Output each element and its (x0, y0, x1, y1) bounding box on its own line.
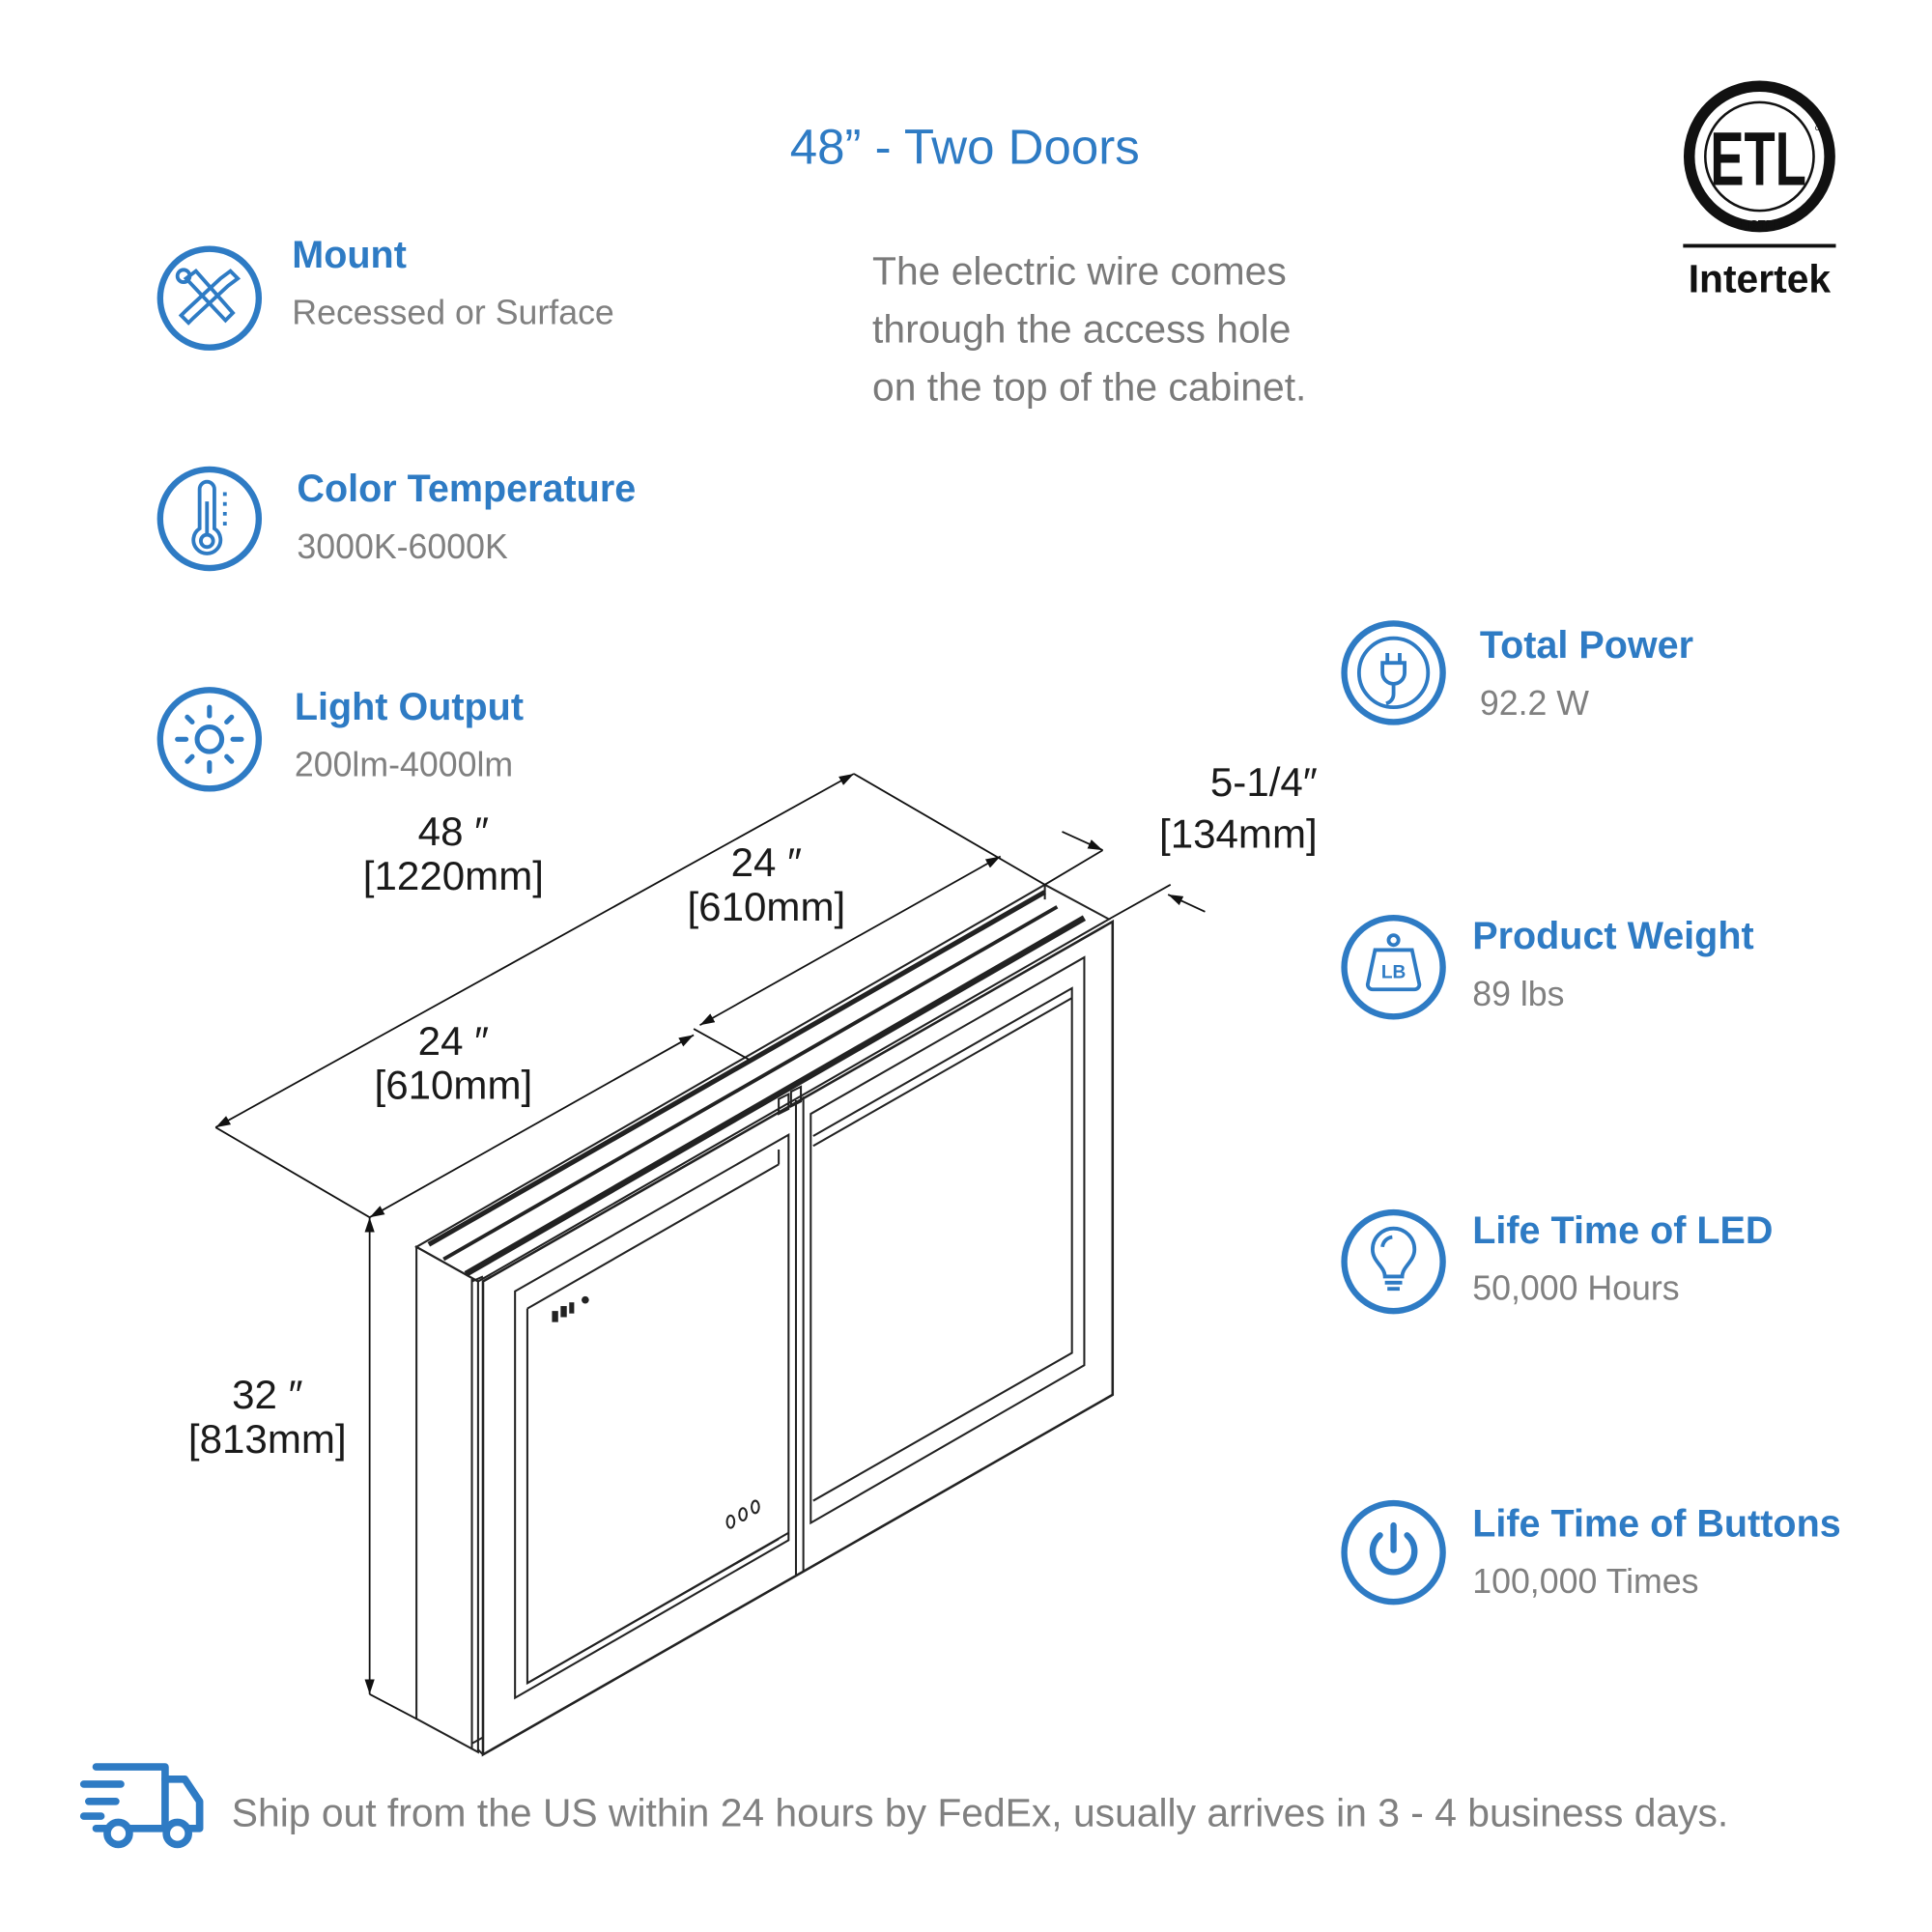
description-line: on the top of the cabinet. (872, 364, 1307, 410)
feature-value-color-temperature: 3000K-6000K (297, 526, 508, 566)
width-label: 48 ″ [1220mm] (362, 808, 544, 898)
feature-value-led-lifetime: 50,000 Hours (1472, 1268, 1680, 1308)
depth-inches: 5-1/4″ (1209, 758, 1318, 805)
etl-listed-logo: ETL LISTED CM Intertek (1683, 80, 1836, 300)
door-right-mm: [610mm] (687, 883, 846, 929)
height-mm: [813mm] (187, 1415, 347, 1462)
feature-title-led-lifetime: Life Time of LED (1472, 1208, 1774, 1252)
shipping-info: Ship out from the US within 24 hours by … (231, 1790, 1729, 1835)
sun-icon (156, 687, 263, 792)
svg-text:Intertek: Intertek (1689, 256, 1832, 300)
feature-value-buttons-lifetime: 100,000 Times (1472, 1562, 1699, 1601)
feature-value-mount: Recessed or Surface (292, 293, 614, 332)
feature-title-buttons-lifetime: Life Time of Buttons (1472, 1501, 1841, 1546)
width-mm: [1220mm] (362, 852, 544, 898)
touch-buttons-lower (725, 1499, 760, 1529)
feature-value-product-weight: 89 lbs (1472, 974, 1565, 1013)
feature-title-product-weight: Product Weight (1472, 914, 1754, 958)
door-left-inches: 24 ″ (417, 1017, 490, 1064)
svg-text:CM: CM (1815, 124, 1827, 132)
depth-mm: [134mm] (1159, 810, 1318, 857)
door-right-dimension-line (699, 855, 1002, 1026)
page-title: 48” - Two Doors (789, 120, 1140, 176)
width-inches: 48 ″ (417, 808, 490, 854)
feature-title-mount: Mount (292, 233, 407, 276)
wire-description: The electric wire comes through the acce… (872, 242, 1306, 416)
weight-icon: LB (1341, 915, 1446, 1020)
description-line: The electric wire comes (872, 248, 1287, 294)
bulb-icon (1341, 1208, 1446, 1315)
depth-arrow-top (1062, 831, 1103, 851)
width-dimension-line (214, 773, 855, 1128)
feature-title-total-power: Total Power (1479, 623, 1694, 668)
svg-text:LISTED: LISTED (1739, 217, 1782, 232)
feature-value-total-power: 92.2 W (1479, 683, 1590, 723)
plug-icon (1341, 620, 1446, 725)
door-left-dimension-line (369, 1034, 695, 1218)
touch-buttons (552, 1295, 589, 1322)
door-right-inches: 24 ″ (730, 838, 803, 885)
svg-text:ETL: ETL (1710, 115, 1805, 201)
truck-icon (79, 1763, 204, 1849)
door-right-label: 24 ″ [610mm] (687, 838, 846, 929)
door-left-label: 24 ″ [610mm] (374, 1017, 533, 1108)
dimension-lines (214, 773, 1206, 1720)
power-icon (1341, 1499, 1446, 1605)
cabinet-outline (414, 883, 1115, 1757)
depth-arrow-bottom (1167, 894, 1206, 913)
tools-icon (156, 245, 263, 351)
depth-label: 5-1/4″ [134mm] (1159, 756, 1318, 860)
feature-title-color-temperature: Color Temperature (297, 467, 637, 511)
svg-text:LB: LB (1381, 963, 1406, 983)
thermometer-icon (156, 466, 263, 572)
door-left-mm: [610mm] (374, 1062, 533, 1108)
description-line: through the access hole (872, 306, 1292, 352)
feature-title-light-output: Light Output (294, 685, 525, 728)
height-label: 32 ″ [813mm] (187, 1371, 347, 1462)
height-inches: 32 ″ (232, 1371, 303, 1417)
